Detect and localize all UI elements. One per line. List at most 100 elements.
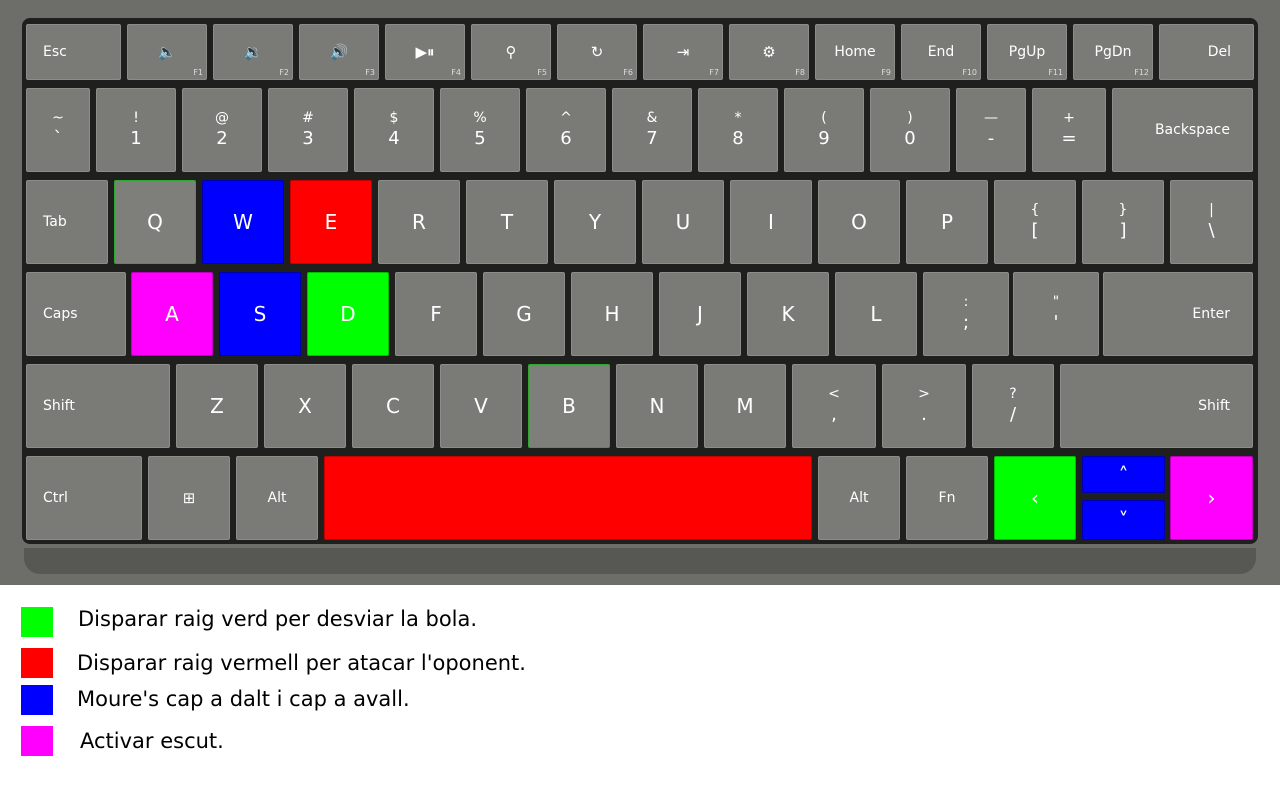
key-shift-symbol: %: [473, 110, 487, 126]
key-0[interactable]: )0: [870, 88, 950, 172]
key-shift-symbol: <: [828, 386, 840, 402]
key-label: Home: [834, 44, 876, 60]
key-minus[interactable]: —-: [956, 88, 1026, 172]
key-y[interactable]: Y: [554, 180, 636, 264]
key-f2[interactable]: 🔉F2: [213, 24, 293, 80]
key-z[interactable]: Z: [176, 364, 258, 448]
key-slash[interactable]: ?/: [972, 364, 1054, 448]
key-6[interactable]: ^6: [526, 88, 606, 172]
key-t[interactable]: T: [466, 180, 548, 264]
key-comma[interactable]: <,: [792, 364, 876, 448]
key-ralt[interactable]: Alt: [818, 456, 900, 540]
key-f5[interactable]: ⚲F5: [471, 24, 551, 80]
key-f1[interactable]: 🔈F1: [127, 24, 207, 80]
key-shift-symbol: $: [389, 110, 399, 126]
share-icon: ↻: [590, 43, 604, 61]
key-label: R: [412, 210, 426, 234]
key-a[interactable]: A: [131, 272, 213, 356]
key-1[interactable]: !1: [96, 88, 176, 172]
key-label: Tab: [43, 214, 67, 230]
key-caps[interactable]: Caps: [26, 272, 126, 356]
key-semicolon[interactable]: :;: [923, 272, 1009, 356]
key-b[interactable]: B: [528, 364, 610, 448]
key-o[interactable]: O: [818, 180, 900, 264]
key-j[interactable]: J: [659, 272, 741, 356]
key-ctrl[interactable]: Ctrl: [26, 456, 142, 540]
key-tab[interactable]: Tab: [26, 180, 108, 264]
key-2[interactable]: @2: [182, 88, 262, 172]
legend-text-blue: Moure's cap a dalt i cap a avall.: [77, 687, 410, 711]
key-u[interactable]: U: [642, 180, 724, 264]
key-v[interactable]: V: [440, 364, 522, 448]
key-9[interactable]: (9: [784, 88, 864, 172]
key-shift-symbol: +: [1063, 110, 1075, 126]
key-k[interactable]: K: [747, 272, 829, 356]
key-n[interactable]: N: [616, 364, 698, 448]
key-backtick[interactable]: ~`: [26, 88, 90, 172]
key-3[interactable]: #3: [268, 88, 348, 172]
legend-swatch-blue: [21, 685, 53, 715]
key-f7[interactable]: ⇥F7: [643, 24, 723, 80]
key-c[interactable]: C: [352, 364, 434, 448]
key-p[interactable]: P: [906, 180, 988, 264]
key-esc[interactable]: Esc: [26, 24, 121, 80]
key-4[interactable]: $4: [354, 88, 434, 172]
key-label: X: [298, 394, 312, 418]
key-equals[interactable]: +=: [1032, 88, 1106, 172]
key-f8[interactable]: ⚙F8: [729, 24, 809, 80]
key-label: I: [768, 210, 774, 234]
key-backspace[interactable]: Backspace: [1112, 88, 1253, 172]
key-shift-symbol: @: [215, 110, 229, 126]
key-label: F: [430, 302, 442, 326]
key-m[interactable]: M: [704, 364, 786, 448]
key-left[interactable]: ‹: [994, 456, 1076, 540]
key-lalt[interactable]: Alt: [236, 456, 318, 540]
key-i[interactable]: I: [730, 180, 812, 264]
key-8[interactable]: *8: [698, 88, 778, 172]
key-w[interactable]: W: [202, 180, 284, 264]
key-r[interactable]: R: [378, 180, 460, 264]
key-shift-symbol: —: [984, 110, 998, 126]
key-l[interactable]: L: [835, 272, 917, 356]
key-win[interactable]: ⊞: [148, 456, 230, 540]
key-lbracket[interactable]: {[: [994, 180, 1076, 264]
key-right[interactable]: ›: [1170, 456, 1253, 540]
windows-icon: ⊞: [182, 489, 196, 507]
key-lshift[interactable]: Shift: [26, 364, 170, 448]
key-space[interactable]: [324, 456, 812, 540]
key-f[interactable]: F: [395, 272, 477, 356]
search-icon: ⚲: [505, 43, 517, 61]
key-backslash[interactable]: |\: [1170, 180, 1253, 264]
key-down[interactable]: ˅: [1082, 500, 1165, 540]
key-up[interactable]: ˄: [1082, 456, 1165, 493]
key-fn[interactable]: Fn: [906, 456, 988, 540]
key-f4[interactable]: ▶⏸F4: [385, 24, 465, 80]
key-label: E: [324, 210, 338, 234]
key-quote[interactable]: "': [1013, 272, 1099, 356]
key-d[interactable]: D: [307, 272, 389, 356]
keyboard-lip: [24, 548, 1256, 574]
key-q[interactable]: Q: [114, 180, 196, 264]
key-h[interactable]: H: [571, 272, 653, 356]
key-f6[interactable]: ↻F6: [557, 24, 637, 80]
key-f3[interactable]: 🔊F3: [299, 24, 379, 80]
key-rshift[interactable]: Shift: [1060, 364, 1253, 448]
key-symbol: [: [1031, 220, 1039, 241]
key-enter[interactable]: Enter: [1103, 272, 1253, 356]
key-rbracket[interactable]: }]: [1082, 180, 1164, 264]
key-fn-label: F12: [1134, 68, 1149, 77]
key-x[interactable]: X: [264, 364, 346, 448]
key-7[interactable]: &7: [612, 88, 692, 172]
key-symbol: 8: [732, 128, 744, 149]
key-s[interactable]: S: [219, 272, 301, 356]
key-g[interactable]: G: [483, 272, 565, 356]
key-shift-symbol: ): [907, 110, 913, 126]
key-period[interactable]: >.: [882, 364, 966, 448]
key-del[interactable]: Del: [1159, 24, 1254, 80]
key-e[interactable]: E: [290, 180, 372, 264]
key-5[interactable]: %5: [440, 88, 520, 172]
